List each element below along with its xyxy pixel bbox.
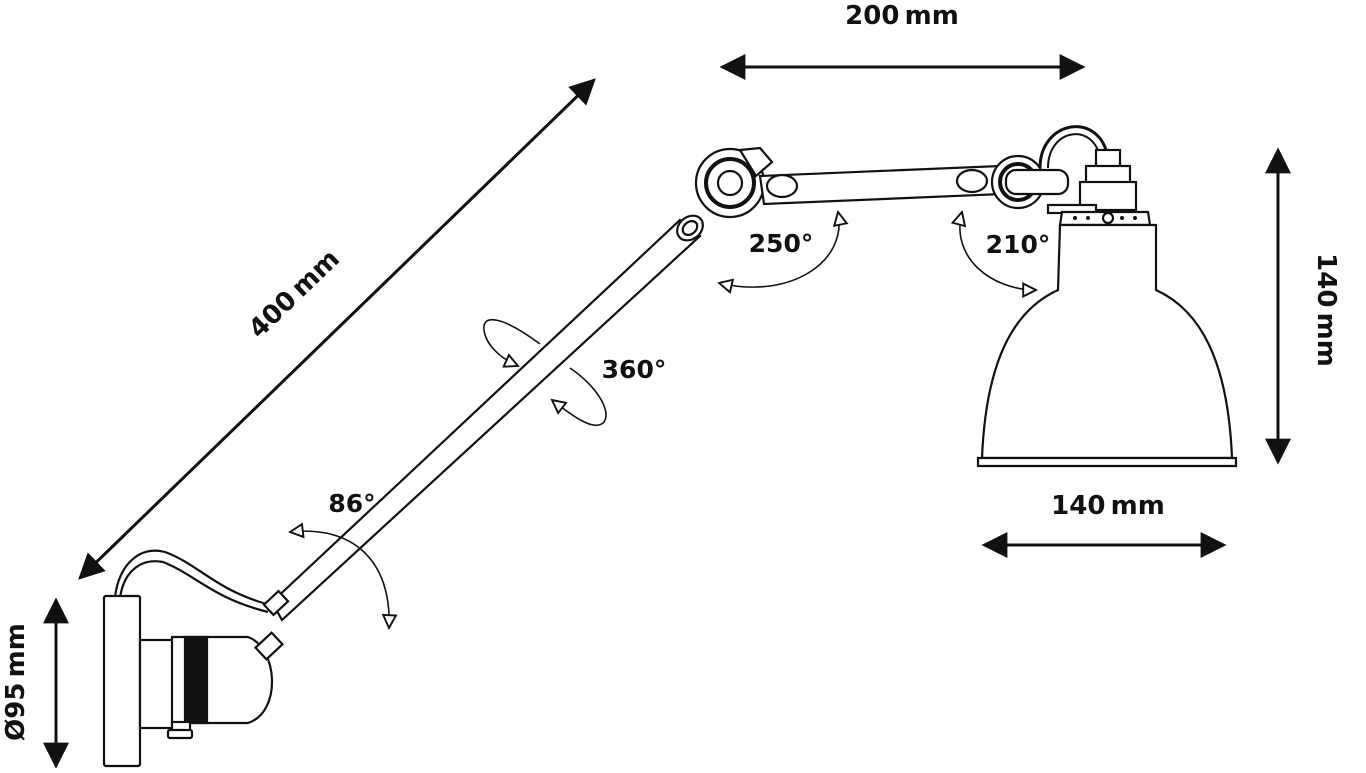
upper-arm-length-label: 200 mm [845,1,959,31]
lamp-shade [976,210,1238,468]
shade-body [980,223,1234,460]
shade-diameter-label: 140 mm [1051,491,1165,521]
arm-length-label: 400 mm [243,244,346,345]
switch-band [183,635,209,725]
wall-base [102,549,274,768]
shade-rotation-arrow [960,212,1036,290]
dimension-lines [43,54,1291,769]
elbow-joint [694,146,774,219]
base-housing [138,638,177,730]
upper-arm [758,164,1005,206]
arm-length-dimension-line [78,78,596,580]
base-diameter-label: Ø95 mm [1,623,31,741]
wall-plate [102,594,142,768]
elbow-joint-angle-label: 250° [749,229,814,258]
base-joint-angle-label: 86° [328,489,375,518]
arm-rotation-arrow-lower [552,367,607,427]
shade-joint [990,125,1138,215]
elbow-rotation-arrow [719,212,839,287]
power-cable [113,549,271,607]
base-rotation-arrow [290,531,389,628]
lower-arm [253,214,704,661]
arm-rotation-angle-label: 360° [602,355,667,384]
rotation-indicators [290,212,1036,628]
shade-height-label: 140 mm [1311,253,1341,367]
shade-joint-angle-label: 210° [986,230,1051,259]
arm-rotation-arrow-upper [483,318,541,366]
